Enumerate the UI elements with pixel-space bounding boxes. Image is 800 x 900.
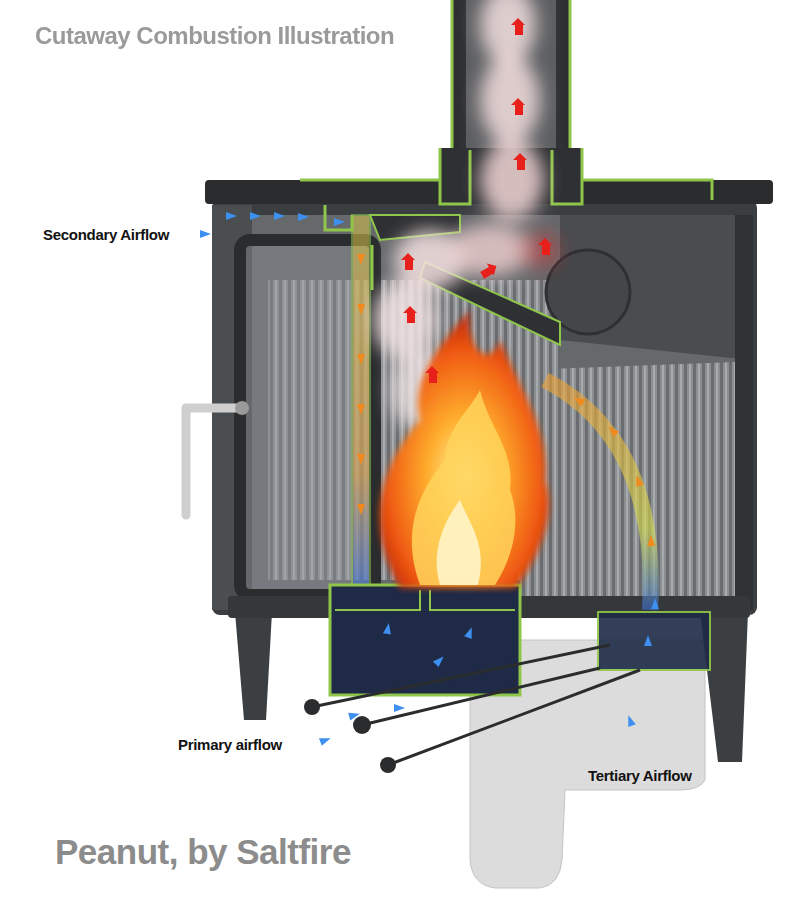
smoke-puff [373,280,437,360]
blue-arrow [644,635,652,646]
orange-arrow [572,394,586,406]
control-knob [353,716,371,734]
blue-arrow [226,212,237,220]
orange-arrow [647,535,655,546]
orange-arrow [357,354,365,365]
control-rod [362,668,600,725]
red-arrow [401,253,415,270]
blue-arrow [200,230,211,238]
red-arrow [511,18,525,35]
smoke-glow [520,232,560,268]
air-arrows [200,212,659,746]
red-arrow [478,260,500,281]
tertiary-air-path [545,380,651,610]
orange-arrow [357,504,365,515]
blue-arrow [383,622,393,634]
blue-arrow [625,714,636,727]
handle-pivot [235,401,249,415]
blue-arrow [464,626,475,639]
door-handle [186,408,240,515]
flame-core [437,500,481,585]
warm-air-arrows [357,254,655,546]
diagram-title: Cutaway Combustion Illustration [35,22,394,50]
blue-arrow [250,212,261,220]
blue-arrow [394,704,405,712]
blue-arrow [433,654,446,667]
air-chamber [330,585,520,695]
flame [380,310,550,588]
grate-section [335,590,515,610]
orange-arrow [357,254,365,265]
blue-arrow [348,710,361,721]
airflow-label: Tertiary Airflow [588,767,692,784]
blue-arrow [319,735,332,746]
side-wall [735,215,753,610]
blue-arrow [274,212,285,220]
blue-arrow [651,598,659,609]
red-arrow [511,98,525,115]
orange-arrow [357,304,365,315]
smoke-puff [480,0,536,65]
air-channel [352,215,370,585]
stove-body [212,200,757,615]
stove-leg [235,612,272,720]
orange-arrow [357,454,365,465]
orange-arrow [633,474,644,487]
red-arrow [425,366,439,383]
fire [380,310,550,588]
red-arrow [403,306,417,323]
cut-edge [325,205,372,290]
blue-arrow [298,213,309,221]
control-rod [388,670,640,765]
smoke-puff [480,140,544,220]
orange-arrow [357,404,365,415]
flame-core [412,390,516,585]
red-arrow [538,238,552,255]
airflow-label: Secondary Airflow [43,226,169,243]
smoke-puff [480,55,540,145]
airflow-label: Primary airflow [178,736,282,753]
diagram-caption: Peanut, by Saltfire [55,832,351,872]
control-knob [380,757,396,773]
flue-gas-arrows [401,18,552,383]
air-chamber [598,612,710,670]
control-knob [304,699,320,715]
blue-arrow [334,218,345,226]
red-arrow [513,153,527,170]
orange-arrow [606,424,619,437]
